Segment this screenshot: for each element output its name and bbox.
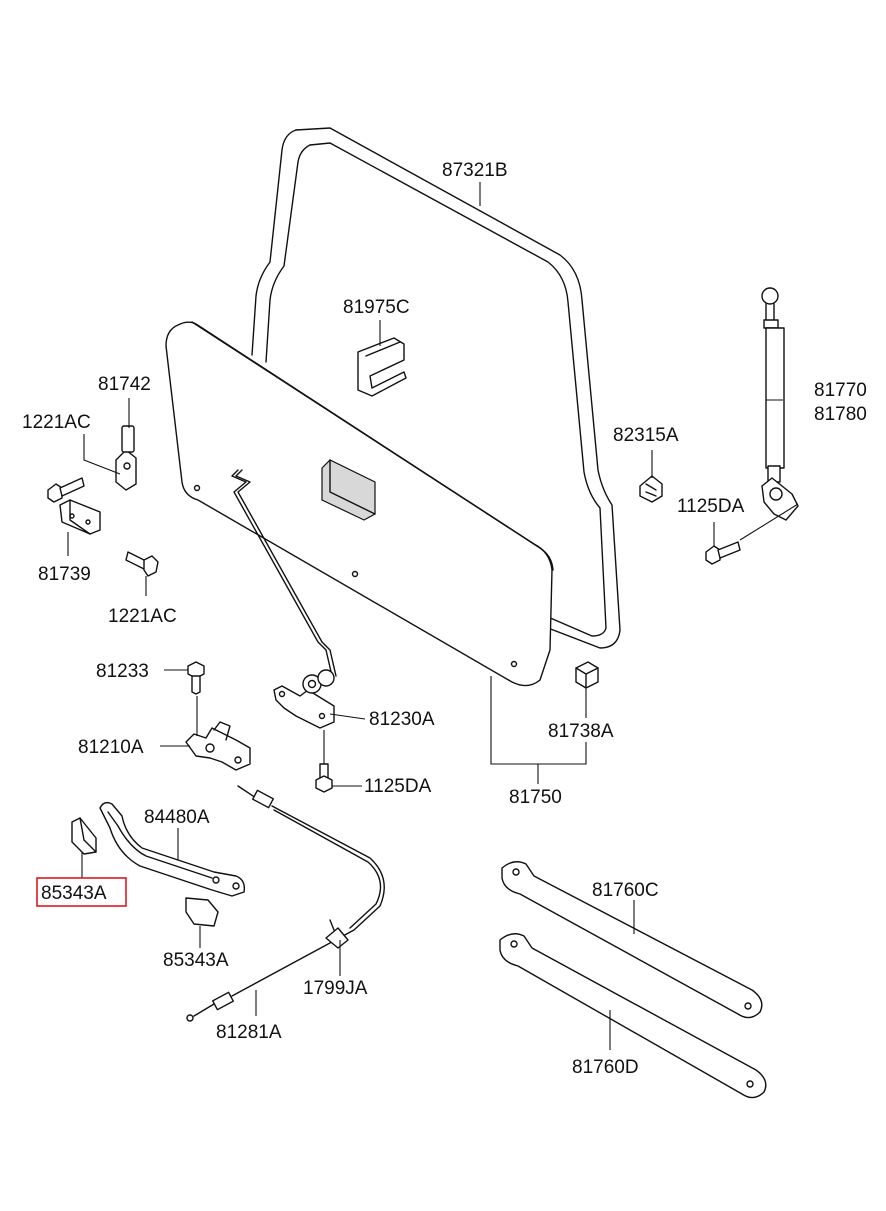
clip-81975c <box>357 337 407 397</box>
label-81210a[interactable]: 81210A <box>78 737 144 758</box>
label-81975c[interactable]: 81975C <box>343 297 410 318</box>
bolt-1125da-hinge <box>315 763 333 793</box>
label-87321b[interactable]: 87321B <box>442 160 508 181</box>
bolt-1221ac-upper <box>47 477 85 503</box>
label-1799ja[interactable]: 1799JA <box>303 978 368 999</box>
leader-lines <box>67 182 799 1050</box>
bracket-81742 <box>115 425 137 491</box>
label-81760d[interactable]: 81760D <box>572 1057 639 1078</box>
push-clip-82315a <box>639 475 663 503</box>
label-81780[interactable]: 81780 <box>814 404 867 425</box>
label-81750[interactable]: 81750 <box>509 787 562 808</box>
label-1221ac-lower[interactable]: 1221AC <box>108 606 177 627</box>
gas-strut <box>761 287 799 521</box>
label-81770[interactable]: 81770 <box>814 380 867 401</box>
handle-cap-left <box>71 817 97 855</box>
label-1125da-hinge[interactable]: 1125DA <box>364 776 432 797</box>
label-1125da-strut[interactable]: 1125DA <box>677 496 745 517</box>
bolt-81233 <box>187 661 205 695</box>
label-81742[interactable]: 81742 <box>98 374 151 395</box>
label-85343a-highlighted[interactable]: 85343A <box>41 883 107 904</box>
bracket-81739 <box>59 499 101 535</box>
label-84480a[interactable]: 84480A <box>144 807 210 828</box>
label-81281a[interactable]: 81281A <box>216 1022 282 1043</box>
trim-panel <box>165 321 554 687</box>
part-labels: 87321B 81975C 81742 1221AC 81770 81780 8… <box>22 160 867 1078</box>
latch-81210a <box>185 721 251 771</box>
label-85343a[interactable]: 85343A <box>163 950 229 971</box>
label-81233[interactable]: 81233 <box>96 661 149 682</box>
bolt-1221ac-lower <box>125 551 159 577</box>
gasket-weatherstrip <box>251 127 621 649</box>
highlight-box <box>36 877 127 907</box>
label-1221ac-upper[interactable]: 1221AC <box>22 412 91 433</box>
bumper-81738a <box>575 661 599 689</box>
rod-81760c <box>501 861 763 1019</box>
release-cable-81281a <box>186 785 385 1022</box>
bolt-1125da-strut <box>705 541 741 565</box>
label-81230a[interactable]: 81230A <box>369 709 435 730</box>
label-81739[interactable]: 81739 <box>38 564 91 585</box>
handle-cap-lower <box>185 897 219 927</box>
control-rod <box>231 469 337 677</box>
label-81760c[interactable]: 81760C <box>592 880 659 901</box>
label-81738a[interactable]: 81738A <box>548 721 614 742</box>
hinge-plate-81230a <box>273 669 335 729</box>
pull-handle-84480a <box>99 801 246 897</box>
label-82315a[interactable]: 82315A <box>613 425 679 446</box>
rod-81760d <box>499 933 767 1099</box>
